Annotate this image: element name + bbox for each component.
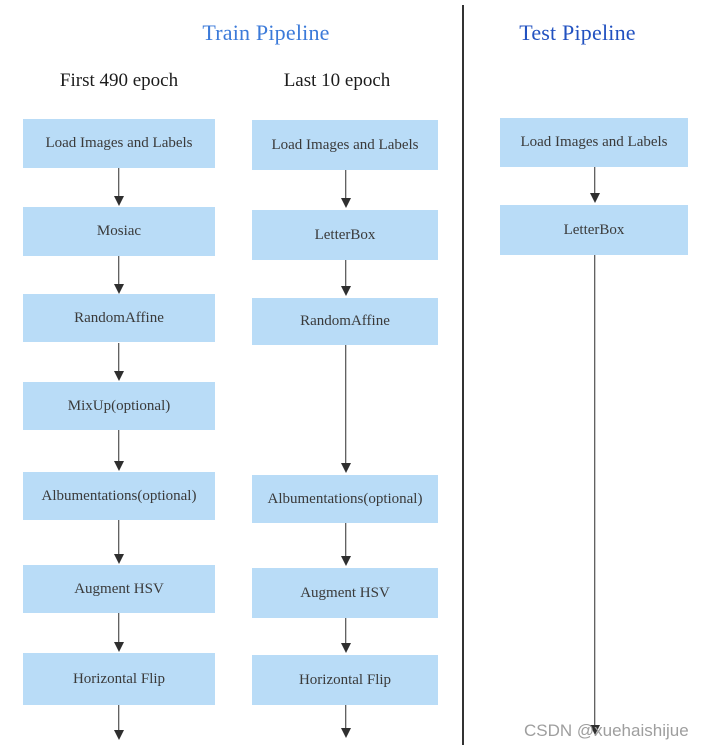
flow-node: Load Images and Labels bbox=[23, 119, 215, 168]
down-arrow-icon bbox=[113, 343, 124, 381]
test-pipeline-title: Test Pipeline bbox=[519, 20, 636, 45]
section-divider bbox=[462, 5, 464, 745]
flow-node: Mosiac bbox=[23, 207, 215, 256]
flow-node: RandomAffine bbox=[252, 298, 438, 345]
down-arrow-icon bbox=[340, 523, 351, 566]
flow-node: Load Images and Labels bbox=[500, 118, 688, 167]
flow-node: Horizontal Flip bbox=[23, 653, 215, 705]
train-pipeline-title: Train Pipeline bbox=[202, 20, 330, 45]
flow-node: Augment HSV bbox=[23, 565, 215, 613]
down-arrow-icon bbox=[113, 613, 124, 652]
flow-node: Albumentations(optional) bbox=[252, 475, 438, 523]
down-arrow-icon bbox=[113, 256, 124, 294]
flow-node: Augment HSV bbox=[252, 568, 438, 618]
down-arrow-icon bbox=[113, 705, 124, 740]
down-arrow-icon bbox=[340, 618, 351, 653]
flow-node: LetterBox bbox=[500, 205, 688, 255]
down-arrow-icon bbox=[589, 255, 600, 735]
flow-node: MixUp(optional) bbox=[23, 382, 215, 430]
column-header-first-490-epoch: First 490 epoch bbox=[59, 70, 179, 91]
down-arrow-icon bbox=[340, 260, 351, 296]
down-arrow-icon bbox=[340, 170, 351, 208]
down-arrow-icon bbox=[113, 430, 124, 471]
down-arrow-icon bbox=[589, 167, 600, 203]
flow-node: LetterBox bbox=[252, 210, 438, 260]
flow-node: Albumentations(optional) bbox=[23, 472, 215, 520]
csdn-watermark: CSDN @xuehaishijue bbox=[524, 721, 689, 740]
down-arrow-icon bbox=[340, 705, 351, 738]
down-arrow-icon bbox=[113, 520, 124, 564]
flow-node: Load Images and Labels bbox=[252, 120, 438, 170]
flow-node: Horizontal Flip bbox=[252, 655, 438, 705]
column-header-last-10-epoch: Last 10 epoch bbox=[283, 70, 391, 91]
down-arrow-icon bbox=[113, 168, 124, 206]
down-arrow-icon bbox=[340, 345, 351, 473]
flow-node: RandomAffine bbox=[23, 294, 215, 342]
